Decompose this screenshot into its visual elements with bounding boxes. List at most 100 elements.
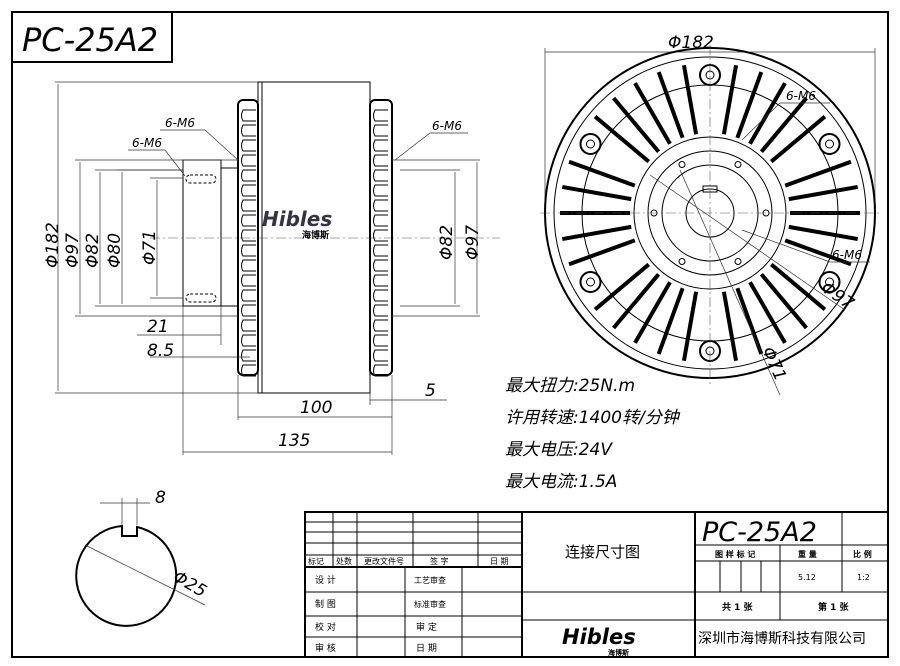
dim-d82: Φ82 bbox=[83, 233, 103, 268]
cooling-fin bbox=[241, 304, 256, 317]
cooling-fin bbox=[373, 364, 388, 377]
spec-max-current: 最大电流:1.5A bbox=[505, 472, 617, 492]
side-view: Hibles 海博斯 Φ182 Φ97 Φ82 Φ80 Φ71 Φ82 Φ97 bbox=[43, 81, 500, 455]
spec-max-voltage: 最大电压:24V bbox=[505, 440, 613, 460]
bolt-hole bbox=[825, 139, 835, 149]
cooling-fin bbox=[241, 274, 256, 287]
title-model: PC-25A2 bbox=[702, 517, 817, 548]
row-review: 审 核 bbox=[315, 642, 336, 654]
rib bbox=[656, 287, 685, 355]
cooling-fin bbox=[373, 124, 388, 137]
rib bbox=[593, 262, 651, 311]
spec-max-torque: 最大扭力:25N.m bbox=[505, 376, 635, 396]
thread-hole-bottom bbox=[185, 293, 217, 303]
row-date: 日 期 bbox=[416, 643, 437, 654]
scale-value: 1:2 bbox=[857, 573, 870, 582]
row-design: 设 计 bbox=[315, 574, 336, 586]
cooling-fin bbox=[241, 349, 256, 362]
hdr-weight: 重 量 bbox=[798, 549, 817, 559]
cooling-fin bbox=[373, 199, 388, 212]
side-logo: Hibles bbox=[262, 207, 332, 231]
cooling-fin bbox=[373, 304, 388, 317]
row-approve: 审 定 bbox=[416, 621, 437, 633]
rib bbox=[748, 82, 787, 145]
cooling-fin bbox=[241, 169, 256, 182]
cooling-fin bbox=[241, 109, 256, 122]
rib bbox=[612, 96, 661, 154]
left-fin-flange bbox=[237, 99, 259, 376]
rib bbox=[769, 262, 827, 311]
hdr-count: 处数 bbox=[336, 556, 352, 566]
cooling-fin bbox=[373, 139, 388, 152]
hdr-change-doc: 更改文件号 bbox=[364, 556, 404, 566]
model-label: PC-25A2 bbox=[22, 21, 158, 59]
m6-hole bbox=[678, 257, 686, 265]
row-standard-review: 标准审查 bbox=[414, 599, 446, 609]
mount-bolt bbox=[818, 133, 841, 155]
m6-hole bbox=[734, 161, 742, 169]
cooling-fin bbox=[241, 334, 256, 347]
cooling-fin bbox=[241, 199, 256, 212]
bolt-hole bbox=[585, 277, 595, 287]
mount-bolt bbox=[579, 133, 602, 155]
bolt-hole bbox=[585, 139, 595, 149]
rib bbox=[748, 281, 787, 344]
cooling-fin bbox=[373, 244, 388, 257]
right-fin-flange bbox=[369, 99, 393, 376]
m6-hole bbox=[734, 257, 742, 265]
spec-allowed-speed: 许用转速:1400转/分钟 bbox=[505, 408, 681, 428]
cooling-fin bbox=[241, 124, 256, 137]
rib bbox=[681, 64, 699, 135]
rib bbox=[788, 184, 859, 202]
key-view: 8 Φ25 bbox=[75, 488, 210, 627]
hdr-scale: 比 例 bbox=[853, 549, 872, 559]
cooling-fin bbox=[241, 154, 256, 167]
rib bbox=[769, 115, 827, 164]
cooling-fin bbox=[241, 184, 256, 197]
cooling-fin bbox=[373, 319, 388, 332]
company-logo-cn: 海博斯 bbox=[608, 648, 629, 657]
cooling-fin bbox=[373, 109, 388, 122]
rib bbox=[735, 71, 764, 139]
thread-hole-top bbox=[185, 174, 217, 184]
callout-6m6-left: 6-M6 bbox=[165, 116, 195, 130]
mount-bolt bbox=[579, 271, 602, 293]
key-diameter: Φ25 bbox=[170, 567, 210, 602]
cooling-fin bbox=[241, 214, 256, 227]
rib bbox=[633, 82, 672, 145]
drawing-border bbox=[11, 11, 889, 658]
cooling-fin bbox=[241, 244, 256, 257]
cooling-fin bbox=[373, 274, 388, 287]
drawing-name: 连接尺寸图 bbox=[565, 543, 640, 561]
rib bbox=[721, 64, 739, 135]
cooling-fin bbox=[241, 139, 256, 152]
title-block: 标记 处数 更改文件号 签 字 日 期 设 计 制 图 校 对 审 核 工艺审查… bbox=[304, 511, 889, 658]
rib bbox=[788, 224, 859, 242]
hdr-drawing-mark: 图 样 标 记 bbox=[715, 549, 755, 559]
cooling-fin bbox=[373, 154, 388, 167]
side-logo-cn: 海博斯 bbox=[302, 229, 329, 241]
callout-6m6-hub: 6-M6 bbox=[132, 136, 162, 150]
callout-6m6-right: 6-M6 bbox=[432, 119, 462, 133]
company-name: 深圳市海博斯科技有限公司 bbox=[698, 630, 866, 647]
cooling-fin bbox=[241, 319, 256, 332]
sheet-number: 第 1 张 bbox=[818, 601, 850, 613]
dim-d97: Φ97 bbox=[63, 233, 83, 268]
front-callout-right: 6-M6 bbox=[832, 248, 862, 262]
rib bbox=[568, 159, 636, 188]
rib bbox=[633, 281, 672, 344]
rib bbox=[784, 159, 852, 188]
weight-value: 5.12 bbox=[798, 573, 816, 582]
cooling-fin bbox=[373, 184, 388, 197]
dim-d71: Φ71 bbox=[140, 230, 160, 265]
dim-8-5: 8.5 bbox=[147, 341, 174, 361]
mount-bolt bbox=[818, 271, 841, 293]
sheets-total: 共 1 张 bbox=[722, 601, 754, 613]
rib bbox=[561, 224, 632, 242]
model-label-box bbox=[11, 11, 173, 63]
hdr-date: 日 期 bbox=[490, 557, 509, 566]
m6-hole bbox=[678, 161, 686, 169]
cooling-fin bbox=[373, 349, 388, 362]
cooling-fin bbox=[373, 169, 388, 182]
hdr-signature: 签 字 bbox=[430, 556, 449, 566]
